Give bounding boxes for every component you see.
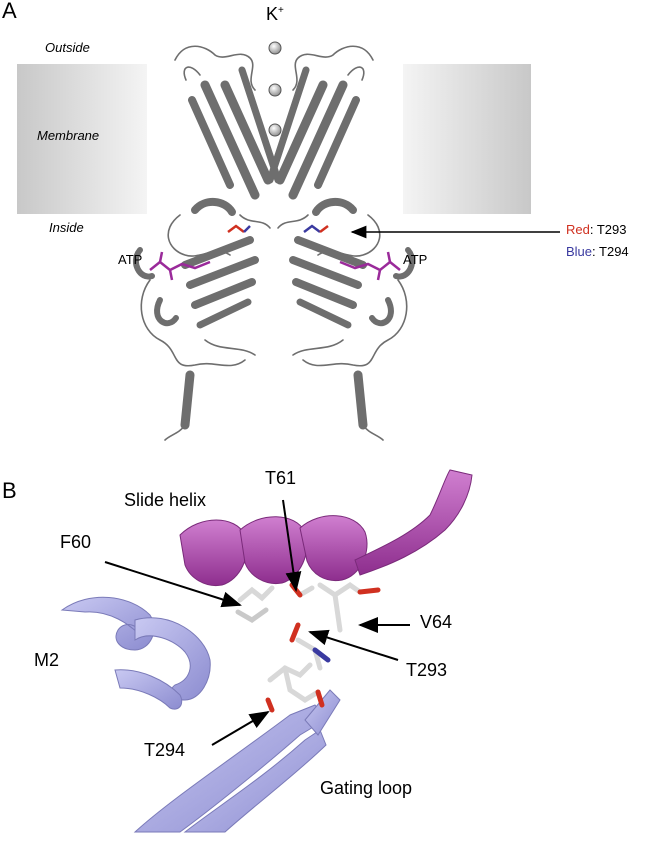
t294-arrow [211,710,270,746]
ion-symbol: K [266,4,279,24]
legend-red: Red: T293 [566,222,626,237]
t293-arrow [308,629,399,661]
gating-loop-strand [133,689,341,833]
t61-label: T61 [265,468,297,488]
atp-molecule-right [339,251,401,281]
t61-arrow [282,499,302,592]
protein-left-subunit [132,45,282,441]
outside-label: Outside [45,40,90,55]
residue-sticks-left [227,224,251,233]
v64-label: V64 [420,612,453,632]
inside-label: Inside [49,220,84,235]
legend-blue-word: Blue [566,244,593,259]
atp-label-right: ATP [403,252,428,267]
gating-loop-label: Gating loop [320,778,413,798]
protein-right-subunit [266,45,416,441]
f60-label: F60 [60,532,92,552]
legend-red-residue: : T293 [589,222,627,237]
panel-label-b: B [2,478,17,503]
m2-label: M2 [34,650,60,670]
atp-molecule-left [149,251,211,281]
legend-red-word: Red [566,222,590,237]
panel-label-a: A [2,0,17,23]
legend-blue: Blue: T294 [566,244,629,259]
residue-sticks-right [303,224,329,233]
k-ion [268,41,282,55]
k-ion [268,83,282,97]
ion-charge: + [278,5,284,16]
membrane-right [403,64,531,214]
slide-helix-label: Slide helix [124,490,207,510]
legend-blue-residue: : T294 [592,244,629,259]
f60-arrow [104,561,242,608]
t293-label: T293 [406,660,448,680]
atp-label-left: ATP [118,252,143,267]
ion-label: K+ [266,4,284,25]
slide-helix [179,469,473,587]
membrane-left [17,64,147,214]
k-ion [268,123,282,137]
t294-label: T294 [144,740,186,760]
m2-helix [60,596,211,710]
membrane-label: Membrane [37,128,100,143]
